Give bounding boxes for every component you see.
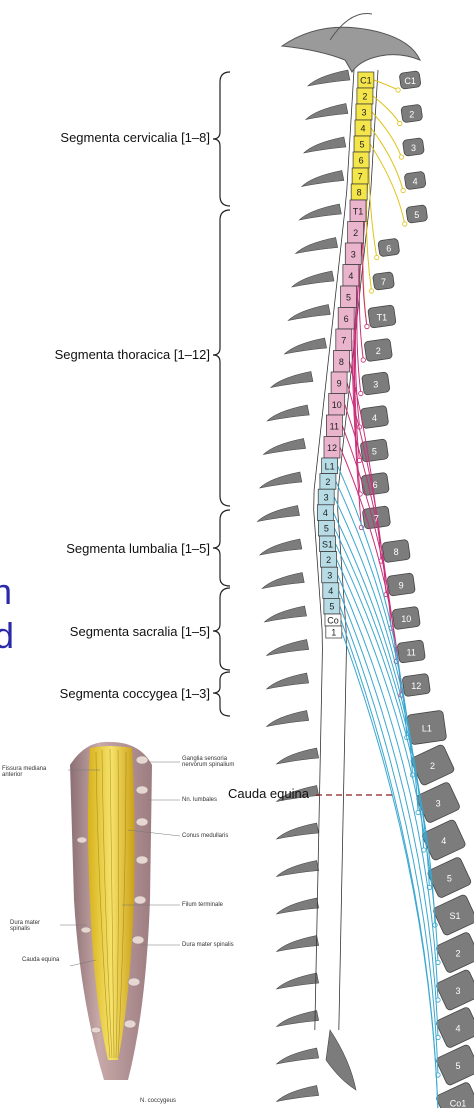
inset-label-coccygeus: N. coccygeus [140,1098,176,1104]
inset-label-fissura: Fissura mediana anterior [2,766,66,778]
inset-label-ganglia: Ganglia sensoria nervorum spinalium [182,756,237,768]
inset-label-lumbales: Nn. lumbales [182,797,217,803]
inset-label-conus: Conus medullaris [182,833,228,839]
inset-label-dura-left: Dura mater spinalis [10,920,56,932]
inset-label-cauda: Cauda equina [22,957,59,963]
inset-label-filum: Filum terminale [182,902,223,908]
inset-label-dura-right: Dura mater spinalis [182,942,234,948]
